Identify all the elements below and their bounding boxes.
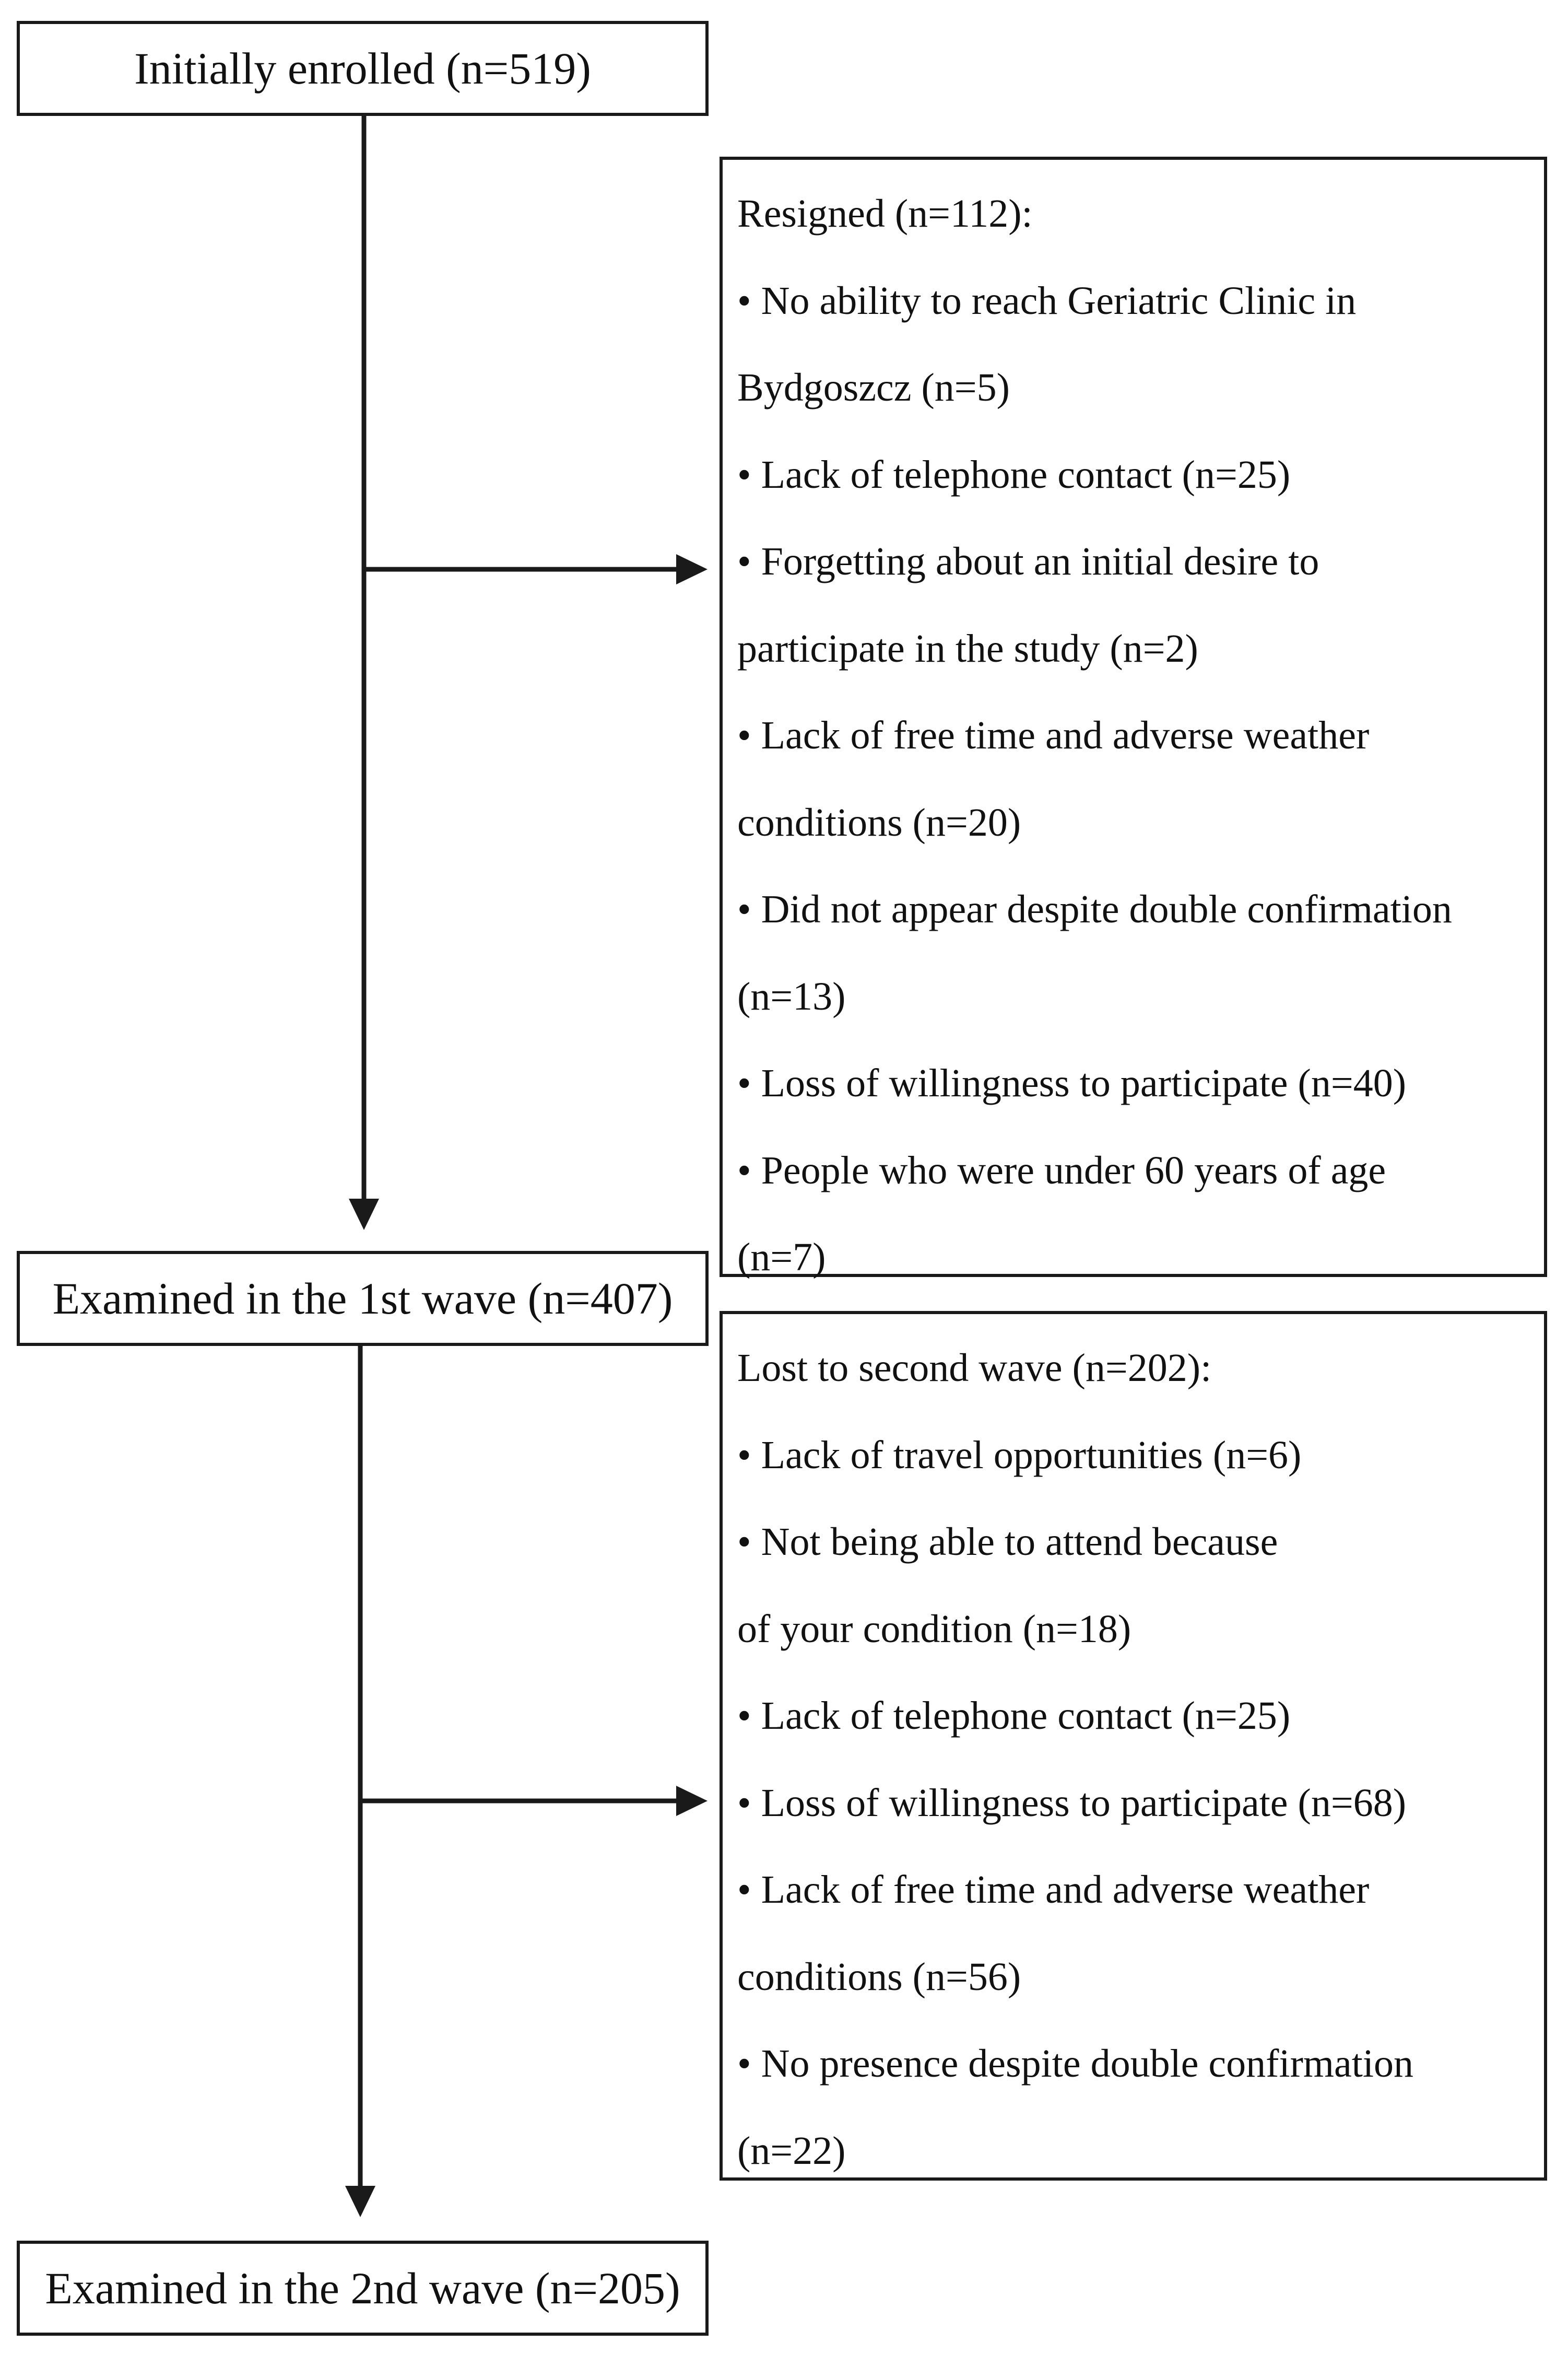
lost-reason-line: (n=22) [737,2128,846,2173]
lost-reason-line: • Loss of willingness to participate (n=… [737,1781,1407,1825]
lost-reason-line: • Not being able to attend because [737,1520,1278,1564]
label-examined-wave2: Examined in the 2nd wave (n=205) [45,2263,680,2313]
resigned-reason-line: • Loss of willingness to participate (n=… [737,1061,1407,1105]
lost-reason-line: of your condition (n=18) [737,1607,1131,1651]
resigned-header: Resigned (n=112): [737,192,1033,236]
arrowhead-wave1 [349,1199,379,1230]
resigned-reason-line: • No ability to reach Geriatric Clinic i… [737,278,1357,323]
resigned-reason-line: conditions (n=20) [737,800,1021,845]
resigned-reason-line: participate in the study (n=2) [737,626,1198,671]
resigned-reason-line: • Forgetting about an initial desire to [737,540,1319,583]
lost-reason-line: conditions (n=56) [737,1954,1021,1999]
resigned-reason-line: • People who were under 60 years of age [737,1148,1386,1192]
label-examined-wave1: Examined in the 1st wave (n=407) [52,1273,673,1324]
lost-header: Lost to second wave (n=202): [737,1346,1212,1390]
box-lost-to-second-wave: Lost to second wave (n=202): • Lack of t… [720,1311,1547,2181]
lost-reason-line: • Lack of travel opportunities (n=6) [737,1433,1302,1477]
lost-reason-line: • Lack of free time and adverse weather [737,1868,1370,1912]
arrowhead-lost [676,1786,708,1816]
resigned-reason-line: Bydgoszcz (n=5) [737,366,1010,409]
box-examined-wave1: Examined in the 1st wave (n=407) [17,1251,709,1346]
resigned-reason-line: • Lack of telephone contact (n=25) [737,452,1291,497]
resigned-reason-line: • Did not appear despite double confirma… [737,887,1452,931]
lost-reason-line: • Lack of telephone contact (n=25) [737,1694,1291,1738]
resigned-reason-line: (n=13) [737,974,846,1018]
resigned-reason-line: (n=7) [737,1235,826,1279]
arrowhead-resigned [676,554,708,584]
arrowhead-wave2 [345,2186,375,2217]
resigned-reason-line: • Lack of free time and adverse weather [737,713,1370,757]
lost-reason-line: • No presence despite double confirmatio… [737,2042,1413,2086]
box-initially-enrolled: Initially enrolled (n=519) [17,21,709,116]
box-resigned: Resigned (n=112): • No ability to reach … [720,157,1547,1279]
label-initially-enrolled: Initially enrolled (n=519) [134,43,591,93]
box-examined-wave2: Examined in the 2nd wave (n=205) [17,2241,709,2336]
